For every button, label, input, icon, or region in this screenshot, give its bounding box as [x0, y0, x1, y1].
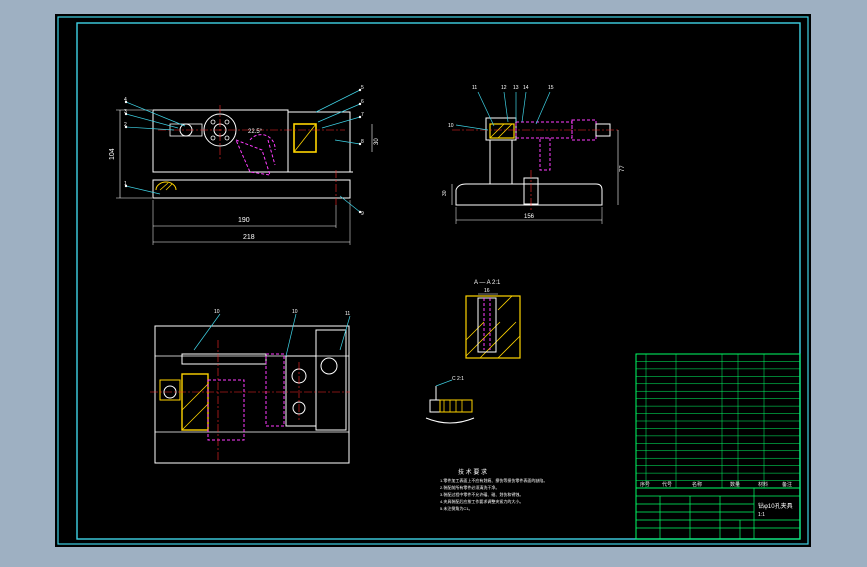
- sheet-outer-border: [57, 16, 809, 545]
- tb-scale: 1:1: [758, 512, 765, 518]
- section-label: A — A 2:1: [474, 280, 501, 286]
- side-dim-small: 30: [442, 190, 448, 196]
- front-dim-total-width: 218: [243, 234, 255, 241]
- tb-drawing-name: 钻φ10孔夹具: [758, 502, 793, 510]
- front-balloon-6: 6: [361, 99, 364, 105]
- detail-label: C 2:1: [452, 376, 464, 382]
- front-balloon-5: 5: [361, 85, 364, 91]
- drawing-sheet: [55, 14, 811, 547]
- tech-requirements: 技 术 要 求 1.零件加工表面上不应有划痕、擦伤等损伤零件表面的缺陷。 2.装…: [440, 468, 547, 511]
- tech-req-line-4: 4.夹具装配后应按工作要求调整夹紧力的大小。: [440, 498, 523, 504]
- tb-header-seq: 序号: [640, 481, 650, 488]
- side-dim-base: 156: [524, 214, 535, 220]
- tech-req-line-2: 2.装配前所有零件必须清洗干净。: [440, 484, 499, 490]
- front-balloon-3: 3: [124, 109, 127, 115]
- sheet-inner-border: [76, 22, 801, 540]
- front-view: [116, 88, 373, 245]
- tb-header-material: 材料: [758, 481, 768, 488]
- section-dim: 16: [484, 288, 490, 294]
- tb-header-notes: 备注: [782, 481, 792, 488]
- side-view: [451, 91, 620, 224]
- front-balloon-2: 2: [124, 122, 127, 128]
- top-balloon-10b: 10: [292, 309, 298, 315]
- side-balloon-10: 10: [448, 123, 454, 129]
- section-view-aa: [465, 293, 521, 359]
- tb-header-name: 名称: [692, 481, 702, 488]
- side-balloon-14: 14: [523, 85, 529, 91]
- front-angle-label: 22.5°: [248, 129, 263, 135]
- side-dim-height: 77: [620, 165, 626, 172]
- side-balloon-12: 12: [501, 85, 507, 91]
- parts-list-table: [635, 353, 801, 489]
- side-balloon-11: 11: [472, 85, 477, 91]
- front-balloon-9: 9: [361, 211, 364, 217]
- tech-req-line-3: 3.装配过程中零件不允许磕、碰、划伤和锈蚀。: [440, 491, 523, 497]
- detail-view-c: [425, 379, 475, 424]
- top-view: [150, 313, 351, 464]
- top-balloon-11: 11: [345, 311, 350, 317]
- front-dim-right: 30: [374, 138, 380, 145]
- front-balloon-8: 8: [361, 139, 364, 145]
- front-balloon-4: 4: [124, 97, 127, 103]
- tb-header-code: 代号: [662, 481, 672, 488]
- front-balloon-1: 1: [124, 181, 127, 187]
- tech-req-title: 技 术 要 求: [458, 468, 487, 476]
- front-dim-height: 104: [109, 148, 116, 160]
- side-balloon-13: 13: [513, 85, 519, 91]
- top-balloon-10a: 10: [214, 309, 220, 315]
- front-dim-inner-width: 190: [238, 217, 250, 224]
- tech-req-line-1: 1.零件加工表面上不应有划痕、擦伤等损伤零件表面的缺陷。: [440, 477, 547, 483]
- side-balloon-15: 15: [548, 85, 554, 91]
- tb-header-qty: 数量: [730, 481, 740, 488]
- tech-req-line-5: 5.未注倒角为C1。: [440, 505, 472, 511]
- title-block: [635, 487, 801, 540]
- front-balloon-7: 7: [361, 112, 364, 118]
